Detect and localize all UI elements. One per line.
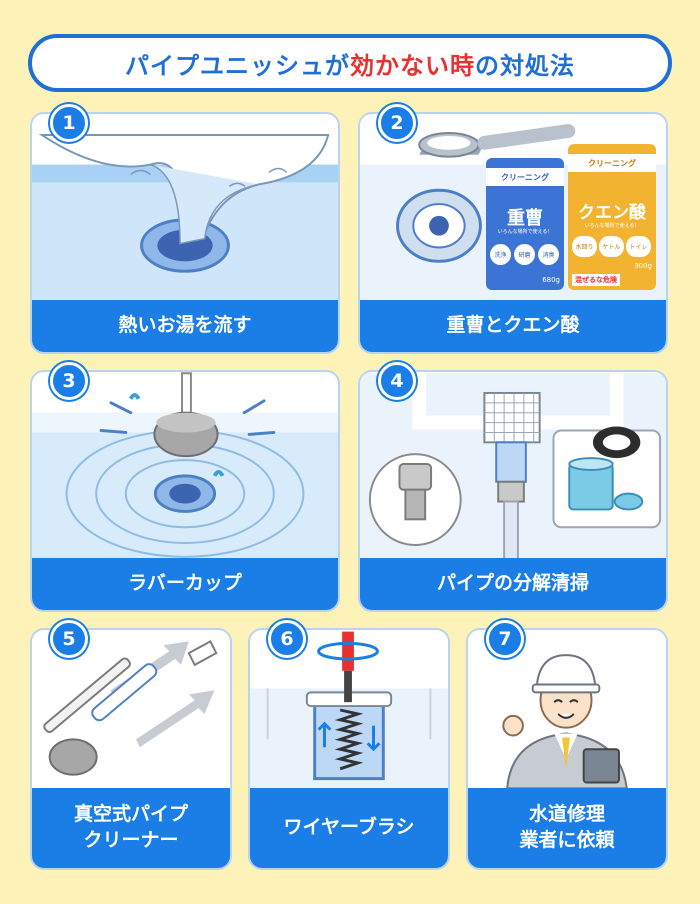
caption-line-1: 真空式パイプ <box>73 803 188 826</box>
caption-line-1: 水道修理 <box>528 803 605 826</box>
step-number-2: 2 <box>378 104 416 142</box>
card-plumber: 水道修理 業者に依頼 <box>466 628 668 870</box>
step-number-4: 4 <box>378 362 416 400</box>
pipe-disassembly-illustration <box>360 373 666 562</box>
caption-line-2: 業者に依頼 <box>519 829 615 851</box>
card-baking-soda-citric-acid: クリーニング 重曹 いろんな場所で使える！ 洗浄 研磨 消臭 680g クリーニ… <box>358 112 668 354</box>
page-title: パイプユニッシュが効かない時の対処法 <box>28 34 672 92</box>
card-vacuum-pipe-cleaner: 真空式パイプ クリーナー <box>30 628 232 870</box>
step-number-3: 3 <box>50 362 88 400</box>
caption-line-2: クリーナー <box>83 829 179 851</box>
citric-acid-bag: クリーニング クエン酸 いろんな場所で使える！ 水回り ケトル トイレ 300g… <box>568 144 656 290</box>
step-number-6: 6 <box>268 620 306 658</box>
title-part1: パイプユニッシュが <box>125 51 350 80</box>
bag-band: クリーニング <box>568 154 656 172</box>
bag-sub: いろんな場所で使える！ <box>584 223 640 229</box>
bag-weight: 680g <box>542 276 560 284</box>
bag-tag: ケトル <box>599 236 624 257</box>
card-caption: 水道修理 業者に依頼 <box>468 788 666 868</box>
card-caption: 重曹とクエン酸 <box>360 300 666 352</box>
card-plunger: ラバーカップ <box>30 370 340 612</box>
card-wire-brush: ワイヤーブラシ <box>248 628 450 870</box>
card-caption: 真空式パイプ クリーナー <box>32 788 230 868</box>
bag-weight: 300g <box>634 262 652 270</box>
card-pipe-cleaning: パイプの分解清掃 <box>358 370 668 612</box>
bag-warning: 混ぜるな危険 <box>572 274 620 286</box>
step-number-1: 1 <box>50 104 88 142</box>
bag-name: クエン酸 <box>578 203 646 223</box>
step-number-7: 7 <box>486 620 524 658</box>
card-caption: ラバーカップ <box>32 558 338 610</box>
bag-band: クリーニング <box>486 168 564 186</box>
hot-water-illustration <box>32 115 338 303</box>
plunger-illustration <box>32 372 338 561</box>
baking-soda-bag: クリーニング 重曹 いろんな場所で使える！ 洗浄 研磨 消臭 680g <box>486 158 564 290</box>
vacuum-cleaner-illustration <box>32 631 230 789</box>
bag-tag: トイレ <box>626 236 651 257</box>
card-caption: ワイヤーブラシ <box>250 788 448 868</box>
card-caption: 熱いお湯を流す <box>32 300 338 352</box>
bag-sub: いろんな場所で使える！ <box>497 229 553 235</box>
title-part3: の対処法 <box>475 51 575 80</box>
bag-tag: 洗浄 <box>490 244 511 265</box>
step-number-5: 5 <box>50 620 88 658</box>
title-highlight: 効かない時 <box>350 51 475 80</box>
bag-name: 重曹 <box>507 208 543 229</box>
card-caption: パイプの分解清掃 <box>360 558 666 610</box>
bag-tag: 消臭 <box>538 244 559 265</box>
bag-tag: 水回り <box>572 236 597 257</box>
card-hot-water: 熱いお湯を流す <box>30 112 340 354</box>
bag-tag: 研磨 <box>514 244 535 265</box>
